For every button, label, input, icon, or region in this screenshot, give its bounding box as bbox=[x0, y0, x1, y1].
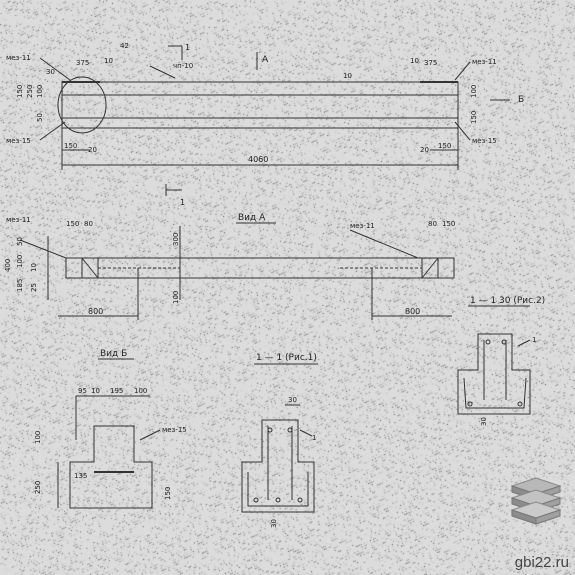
leader-line bbox=[19, 239, 67, 259]
rebar-dot bbox=[267, 427, 273, 433]
dim-150-left: 150 bbox=[66, 220, 79, 228]
section-2-outline bbox=[457, 333, 531, 415]
dim-100-top: 100 bbox=[134, 387, 147, 395]
dim-50-left: 50 bbox=[36, 113, 44, 122]
dim-10-mid: 10 bbox=[343, 72, 352, 80]
dim-10-right: 10 bbox=[410, 57, 419, 65]
dim-100: 100 bbox=[16, 255, 24, 268]
dim-30-top: 30 bbox=[288, 396, 297, 404]
watermark-text[interactable]: gbi22.ru bbox=[514, 554, 569, 571]
rebar-dot bbox=[297, 497, 303, 503]
dim-10-left: 10 bbox=[104, 57, 113, 65]
rebar-dot bbox=[501, 339, 507, 345]
dim-20-bottom-right: 20 bbox=[420, 146, 429, 154]
view-a-arrow-label: А bbox=[262, 55, 269, 65]
dim-185: 185 bbox=[16, 279, 24, 292]
slabs-logo-icon bbox=[510, 477, 562, 525]
dim-800-left: 800 bbox=[88, 307, 103, 316]
dim-100-left: 100 bbox=[36, 85, 44, 98]
dim-20-bottom-left: 20 bbox=[88, 146, 97, 154]
label-mez11-left: мез-11 bbox=[6, 216, 31, 224]
rebar-dot bbox=[485, 339, 491, 345]
dim-10: 10 bbox=[91, 387, 100, 395]
leader-line bbox=[454, 61, 471, 81]
dim-30-left: 30 bbox=[46, 68, 55, 76]
leader-line bbox=[299, 429, 313, 437]
section-1-outline bbox=[241, 419, 315, 513]
label-mez11-right: мез-11 bbox=[472, 58, 497, 66]
leader-line bbox=[454, 121, 471, 141]
section-1-rebar-cage bbox=[247, 472, 309, 507]
beam-outline bbox=[61, 81, 459, 129]
dim-100-right: 100 bbox=[470, 85, 478, 98]
view-b-title: Вид Б bbox=[100, 349, 127, 359]
dim-42: 42 bbox=[120, 42, 129, 50]
rebar-dot bbox=[275, 497, 281, 503]
dim-150-right: 150 bbox=[442, 220, 455, 228]
section-2-title: 1 — 1 30 (Рис.2) bbox=[470, 296, 545, 306]
dim-95: 95 bbox=[78, 387, 87, 395]
leader-line bbox=[349, 229, 419, 259]
dim-100-left: 100 bbox=[34, 431, 42, 444]
dim-150-bottom-left: 150 bbox=[64, 142, 77, 150]
rebar-dot bbox=[467, 401, 473, 407]
rebar-dot bbox=[517, 401, 523, 407]
dim-150-left: 150 bbox=[16, 85, 24, 98]
dim-50: 50 bbox=[16, 237, 24, 246]
section-1-1-fig2: 1 — 1 30 (Рис.2) 1 30 bbox=[457, 296, 545, 426]
beam-end-profile bbox=[69, 425, 153, 509]
beam-outline bbox=[65, 257, 455, 279]
dim-300: 300 bbox=[172, 233, 180, 246]
leader-line bbox=[517, 339, 531, 347]
dim-800-right: 800 bbox=[405, 307, 420, 316]
section-2-rebar-cage bbox=[463, 377, 527, 409]
dim-150-right: 150 bbox=[470, 111, 478, 124]
label-chp10: чп-10 bbox=[173, 62, 193, 70]
label-mez15-right: мез-15 bbox=[472, 137, 497, 145]
cut-mark-1: 1 bbox=[165, 184, 185, 207]
leader-line bbox=[39, 57, 71, 81]
section-1-title: 1 — 1 (Рис.1) bbox=[256, 353, 317, 363]
label-mez15-left: мез-15 bbox=[6, 137, 31, 145]
dim-250-left: 250 bbox=[26, 85, 34, 98]
section-1-1-fig1: 1 — 1 (Рис.1) 30 1 30 bbox=[241, 353, 318, 528]
detail-circle bbox=[57, 76, 107, 134]
dim-250: 250 bbox=[34, 481, 42, 494]
dim-4060: 4060 bbox=[248, 155, 268, 164]
leader-line bbox=[149, 65, 176, 79]
dim-375-right: 375 bbox=[424, 59, 437, 67]
label-mez11-left: мез-11 bbox=[6, 54, 31, 62]
rebar-dot bbox=[287, 427, 293, 433]
dim-150-bottom-right: 150 bbox=[438, 142, 451, 150]
leader-line bbox=[139, 429, 161, 441]
rebar-dot bbox=[253, 497, 259, 503]
view-a-title: Вид А bbox=[238, 213, 266, 223]
dim-375-left: 375 bbox=[76, 59, 89, 67]
label-mez11-right: мез-11 bbox=[350, 222, 375, 230]
dim-400: 400 bbox=[4, 259, 12, 272]
dim-25: 25 bbox=[30, 283, 38, 292]
leader-line bbox=[39, 121, 66, 141]
beam-top-view: 1 А Б мез-11 мез-15 мез-11 мез-15 чп-10 bbox=[6, 42, 524, 170]
cut-label: 1 bbox=[180, 198, 185, 207]
dim-80-right: 80 bbox=[428, 220, 437, 228]
view-a: Вид А мез-11 мез-11 150 80 80 150 bbox=[4, 213, 455, 320]
marker: 1 bbox=[532, 336, 536, 344]
dim-100-mid: 100 bbox=[172, 291, 180, 304]
dim-30-bottom: 30 bbox=[270, 519, 278, 528]
view-b: Вид Б 95 10 195 100 100 250 135 150 мез-… bbox=[34, 349, 187, 509]
cut-label: 1 bbox=[185, 43, 190, 52]
dim-195: 195 bbox=[110, 387, 123, 395]
dim-80-left: 80 bbox=[84, 220, 93, 228]
marker: 1 bbox=[312, 434, 316, 442]
dim-30: 30 bbox=[480, 417, 488, 426]
dim-135: 135 bbox=[74, 472, 87, 480]
label-mez15: мез-15 bbox=[162, 426, 187, 434]
dim-150: 150 bbox=[164, 487, 172, 500]
view-b-arrow-label: Б bbox=[518, 95, 524, 105]
dim-10: 10 bbox=[30, 263, 38, 272]
